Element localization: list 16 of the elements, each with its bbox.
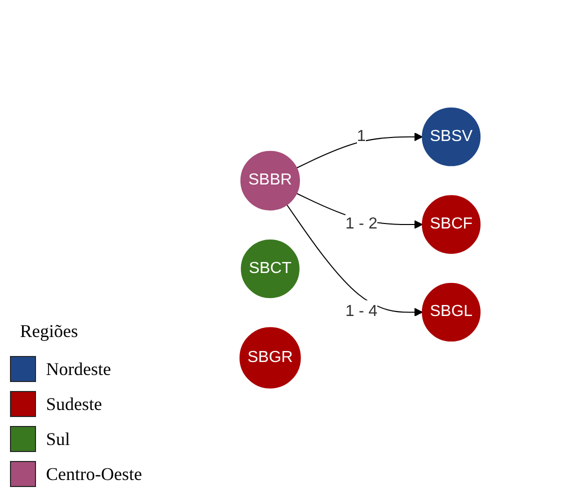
legend-text: Nordeste xyxy=(46,358,111,380)
edge-label: 1 - 4 xyxy=(345,302,378,320)
arrow xyxy=(286,204,423,316)
legend-text: Sul xyxy=(46,428,70,450)
legend-title: Regiões xyxy=(20,321,79,342)
legend-text: Sudeste xyxy=(46,394,102,414)
node-circle: SBGR xyxy=(239,326,301,388)
edge-label: 1 - 2 xyxy=(345,215,378,232)
legend-text: Centro-Oeste xyxy=(46,464,142,484)
node-circle: SBBR xyxy=(240,150,300,210)
node-circle: SBGL xyxy=(422,282,481,342)
node-circle: SBCT xyxy=(240,238,300,298)
edge-label: 1 xyxy=(356,127,366,144)
node-circle: SBCF xyxy=(422,194,480,254)
arrow xyxy=(296,132,423,168)
node-circle: SBSV xyxy=(422,107,481,166)
